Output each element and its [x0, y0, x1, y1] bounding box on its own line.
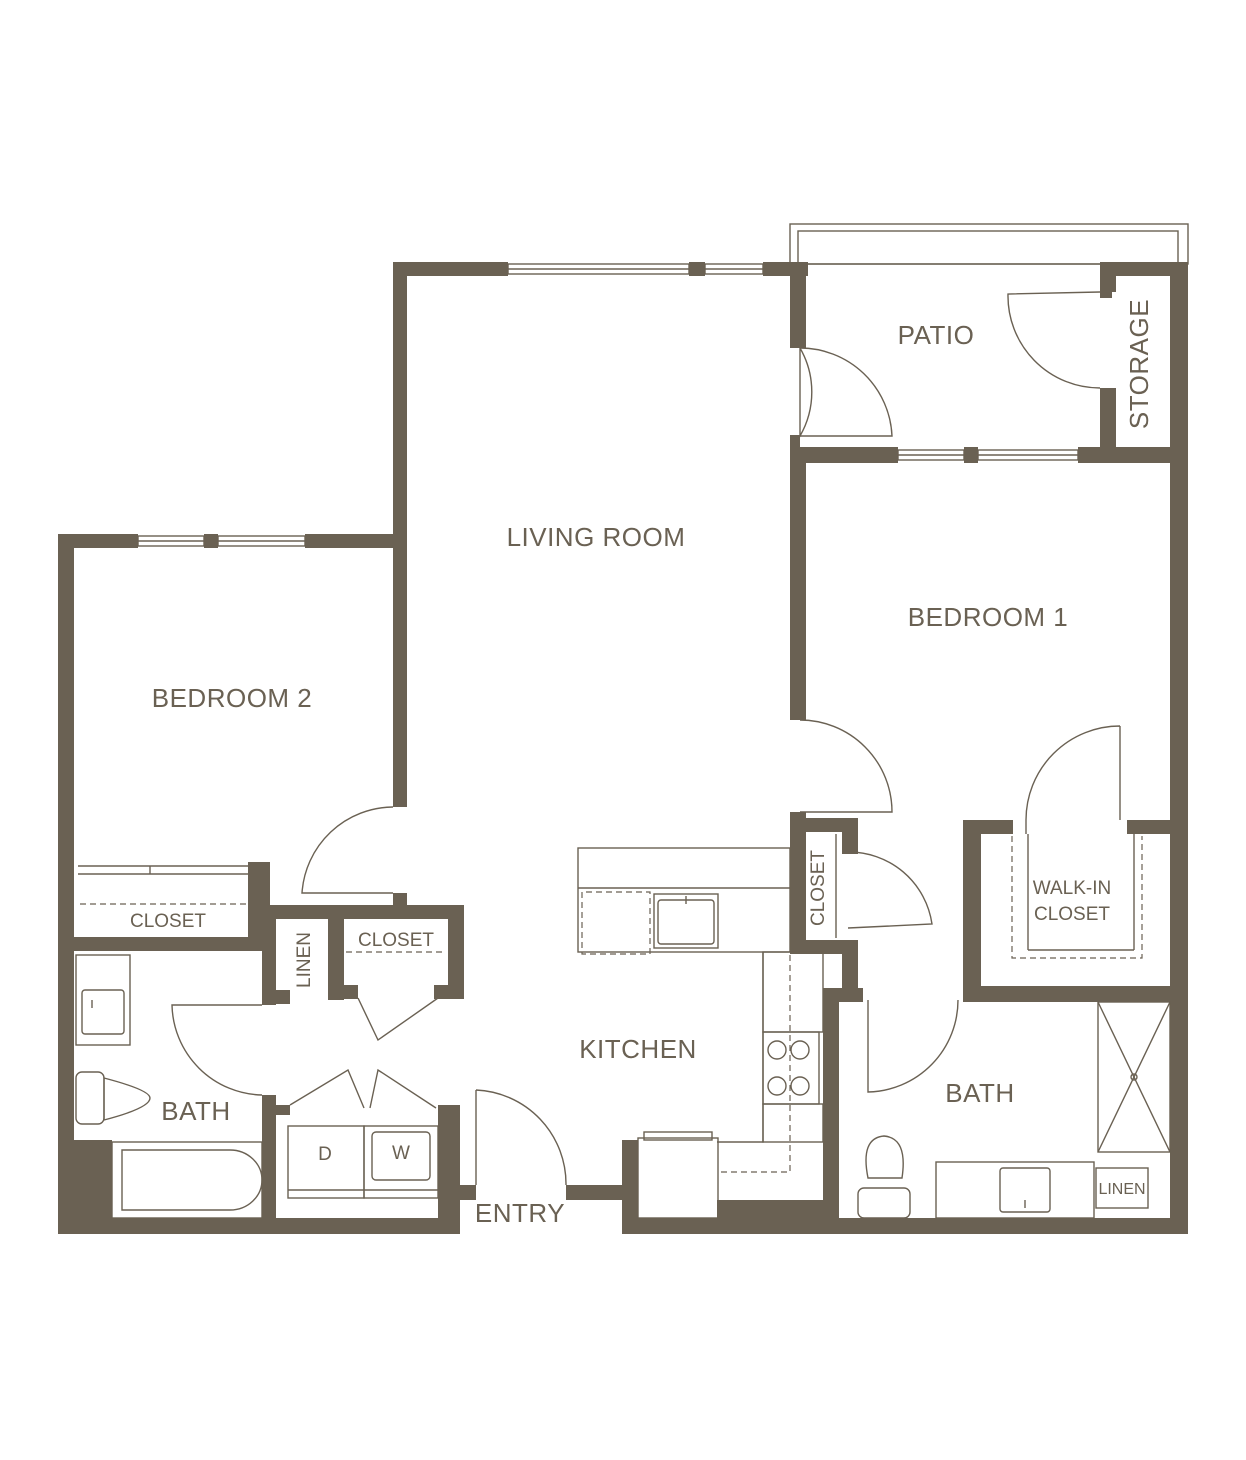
bath-left-fixtures: [75, 954, 263, 1219]
closets: [78, 834, 1143, 959]
label-patio: PATIO: [898, 320, 975, 350]
kitchen-fixtures: [577, 847, 824, 1219]
bath-right-fixtures: [857, 1001, 1171, 1219]
label-linen-right: LINEN: [1098, 1181, 1145, 1198]
patio-railing: [789, 223, 1189, 348]
doors: [171, 291, 1121, 1186]
label-bedroom-2: BEDROOM 2: [152, 683, 313, 713]
label-living-room: LIVING ROOM: [507, 522, 686, 552]
windows: [137, 263, 1079, 547]
label-entry: ENTRY: [475, 1198, 565, 1228]
label-bedroom-1: BEDROOM 1: [908, 602, 1069, 632]
laundry: [287, 1125, 439, 1199]
label-linen-left: LINEN: [294, 932, 315, 988]
label-walk-in-2: CLOSET: [1034, 904, 1110, 925]
label-walk-in-1: WALK-IN: [1033, 878, 1111, 899]
label-dryer: D: [318, 1144, 332, 1165]
label-closet-hall: CLOSET: [358, 930, 434, 951]
label-storage: STORAGE: [1124, 299, 1154, 429]
label-closet-bedroom-2: CLOSET: [130, 911, 206, 932]
room-labels: PATIO STORAGE LIVING ROOM BEDROOM 1 BEDR…: [130, 299, 1154, 1228]
label-closet-vertical: CLOSET: [808, 850, 829, 926]
label-kitchen: KITCHEN: [579, 1034, 697, 1064]
label-washer: W: [392, 1143, 410, 1164]
label-bath-right: BATH: [945, 1078, 1014, 1108]
label-bath-left: BATH: [161, 1096, 230, 1126]
interior-walls: [74, 262, 1188, 1234]
